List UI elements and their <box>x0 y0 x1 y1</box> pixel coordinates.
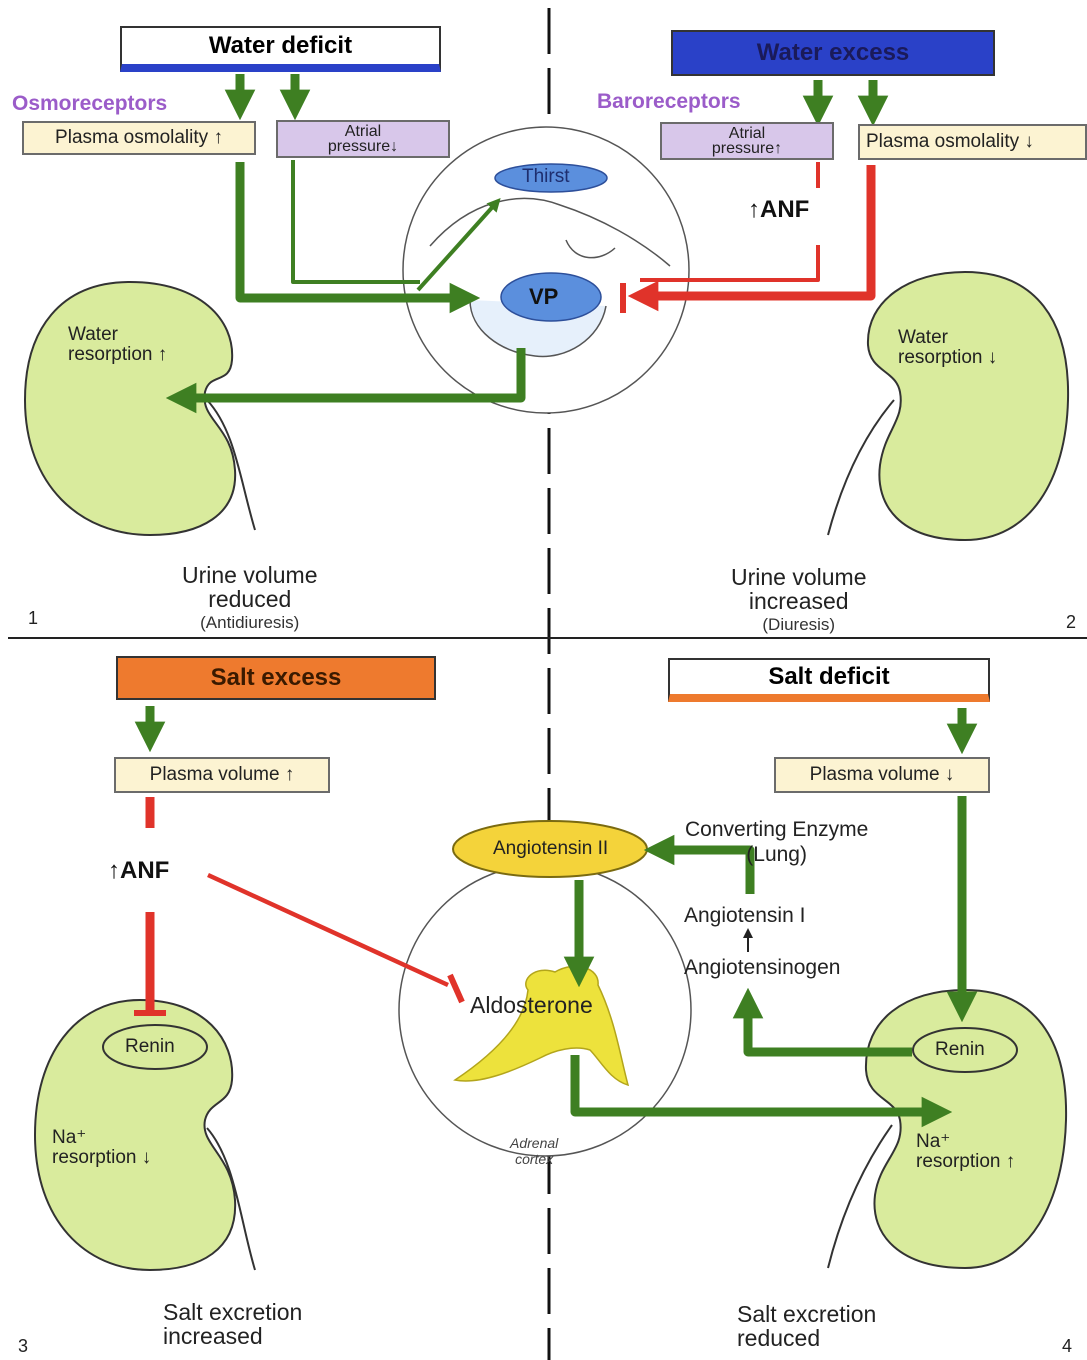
adrenal-illustration <box>398 863 692 1157</box>
plasma-volume-box-4: Plasma volume ↓ <box>774 757 990 793</box>
down-arrow-glyph: ↓ <box>390 138 399 155</box>
up-arrow-glyph: ↑ <box>108 857 120 884</box>
angiotensinogen-label: Angiotensinogen <box>684 956 841 979</box>
angiotensin1-label: Angiotensin I <box>684 904 806 927</box>
water-resorption-label-1: Water resorption ↑ <box>68 324 168 365</box>
arrow-anf-to-aldosterone <box>207 872 449 988</box>
kidney-2 <box>827 270 1070 542</box>
kidney-3 <box>33 998 256 1272</box>
arrow-renin-to-angiotensinogen <box>732 987 912 1057</box>
inhibit-bar-aldosterone <box>447 973 465 1004</box>
renin-oval-3 <box>102 1024 208 1070</box>
arrow-vp-to-kidney <box>165 348 526 414</box>
water-resorption-label-2: Water resorption ↓ <box>898 327 998 368</box>
result-text-4: Salt excretion reduced <box>737 1301 877 1351</box>
kidney-1 <box>23 280 256 537</box>
plasma-osmolality-box-1: Plasma osmolality ↑ <box>22 121 256 155</box>
arrow-to-thirst <box>416 197 501 292</box>
plasma-osmolality-box-2: Plasma osmolality ↓ <box>858 124 1087 160</box>
water-excess-label: Water excess <box>756 39 910 66</box>
up-arrow-glyph: ↑ <box>748 196 760 223</box>
converting-enzyme-label: Converting Enzyme (Lung) <box>685 818 869 866</box>
salt-excess-header: Salt excess <box>116 656 436 700</box>
up-arrow-glyph: ↑ <box>213 127 223 148</box>
renin-label-4: Renin <box>935 1039 985 1060</box>
water-deficit-header: Water deficit <box>120 26 441 72</box>
baroreceptors-label: Baroreceptors <box>597 90 741 113</box>
arrow-osmolality-to-vp-inhibit <box>627 165 876 312</box>
na-resorption-label-3: Na⁺ resorption ↓ <box>52 1127 152 1168</box>
arrow-aldosterone-to-kidney <box>570 1055 953 1128</box>
panel-number-4: 4 <box>1062 1336 1073 1356</box>
brain-illustration <box>402 126 690 414</box>
arrow-angiotensin1-to-angiotensin2 <box>643 834 755 894</box>
panel-number-1: 1 <box>28 608 39 628</box>
salt-deficit-label: Salt deficit <box>768 663 890 690</box>
water-excess-header: Water excess <box>671 30 995 76</box>
arrow-atrial-to-vp <box>291 160 420 284</box>
panel-number-3: 3 <box>18 1336 29 1356</box>
adrenal-cortex-caption: Adrenal cortex <box>510 1135 559 1167</box>
arrow-anf-to-vp <box>640 245 820 282</box>
arrow-osmolality-to-vp <box>235 162 481 314</box>
result-text-3: Salt excretion increased <box>163 1299 303 1349</box>
na-resorption-label-4: Na⁺ resorption ↑ <box>916 1131 1016 1172</box>
water-deficit-label: Water deficit <box>208 32 353 59</box>
osmoreceptors-label: Osmoreceptors <box>12 92 168 115</box>
salt-excess-label: Salt excess <box>210 664 342 691</box>
kidney-4 <box>827 988 1068 1270</box>
renin-oval-4 <box>912 1027 1018 1073</box>
salt-deficit-header: Salt deficit <box>668 658 990 702</box>
result-text-2: Urine volume increased (Diuresis) <box>731 564 867 634</box>
renin-label-3: Renin <box>125 1036 175 1057</box>
atrial-pressure-box-1: Atrial pressure↓ <box>276 120 450 158</box>
thirst-label: Thirst <box>522 166 570 187</box>
result-text-1: Urine volume reduced (Antidiuresis) <box>182 562 318 632</box>
angiotensin2-label: Angiotensin II <box>493 838 609 859</box>
panel-number-2: 2 <box>1066 612 1077 632</box>
atrial-pressure-box-2: Atrial pressure↑ <box>660 122 834 160</box>
anf-label-2: ↑ANF <box>748 196 810 223</box>
vp-label: VP <box>529 284 559 309</box>
aldosterone-label: Aldosterone <box>470 992 593 1018</box>
anf-label-3: ↑ANF <box>108 857 170 884</box>
plasma-volume-box-3: Plasma volume ↑ <box>114 757 330 793</box>
